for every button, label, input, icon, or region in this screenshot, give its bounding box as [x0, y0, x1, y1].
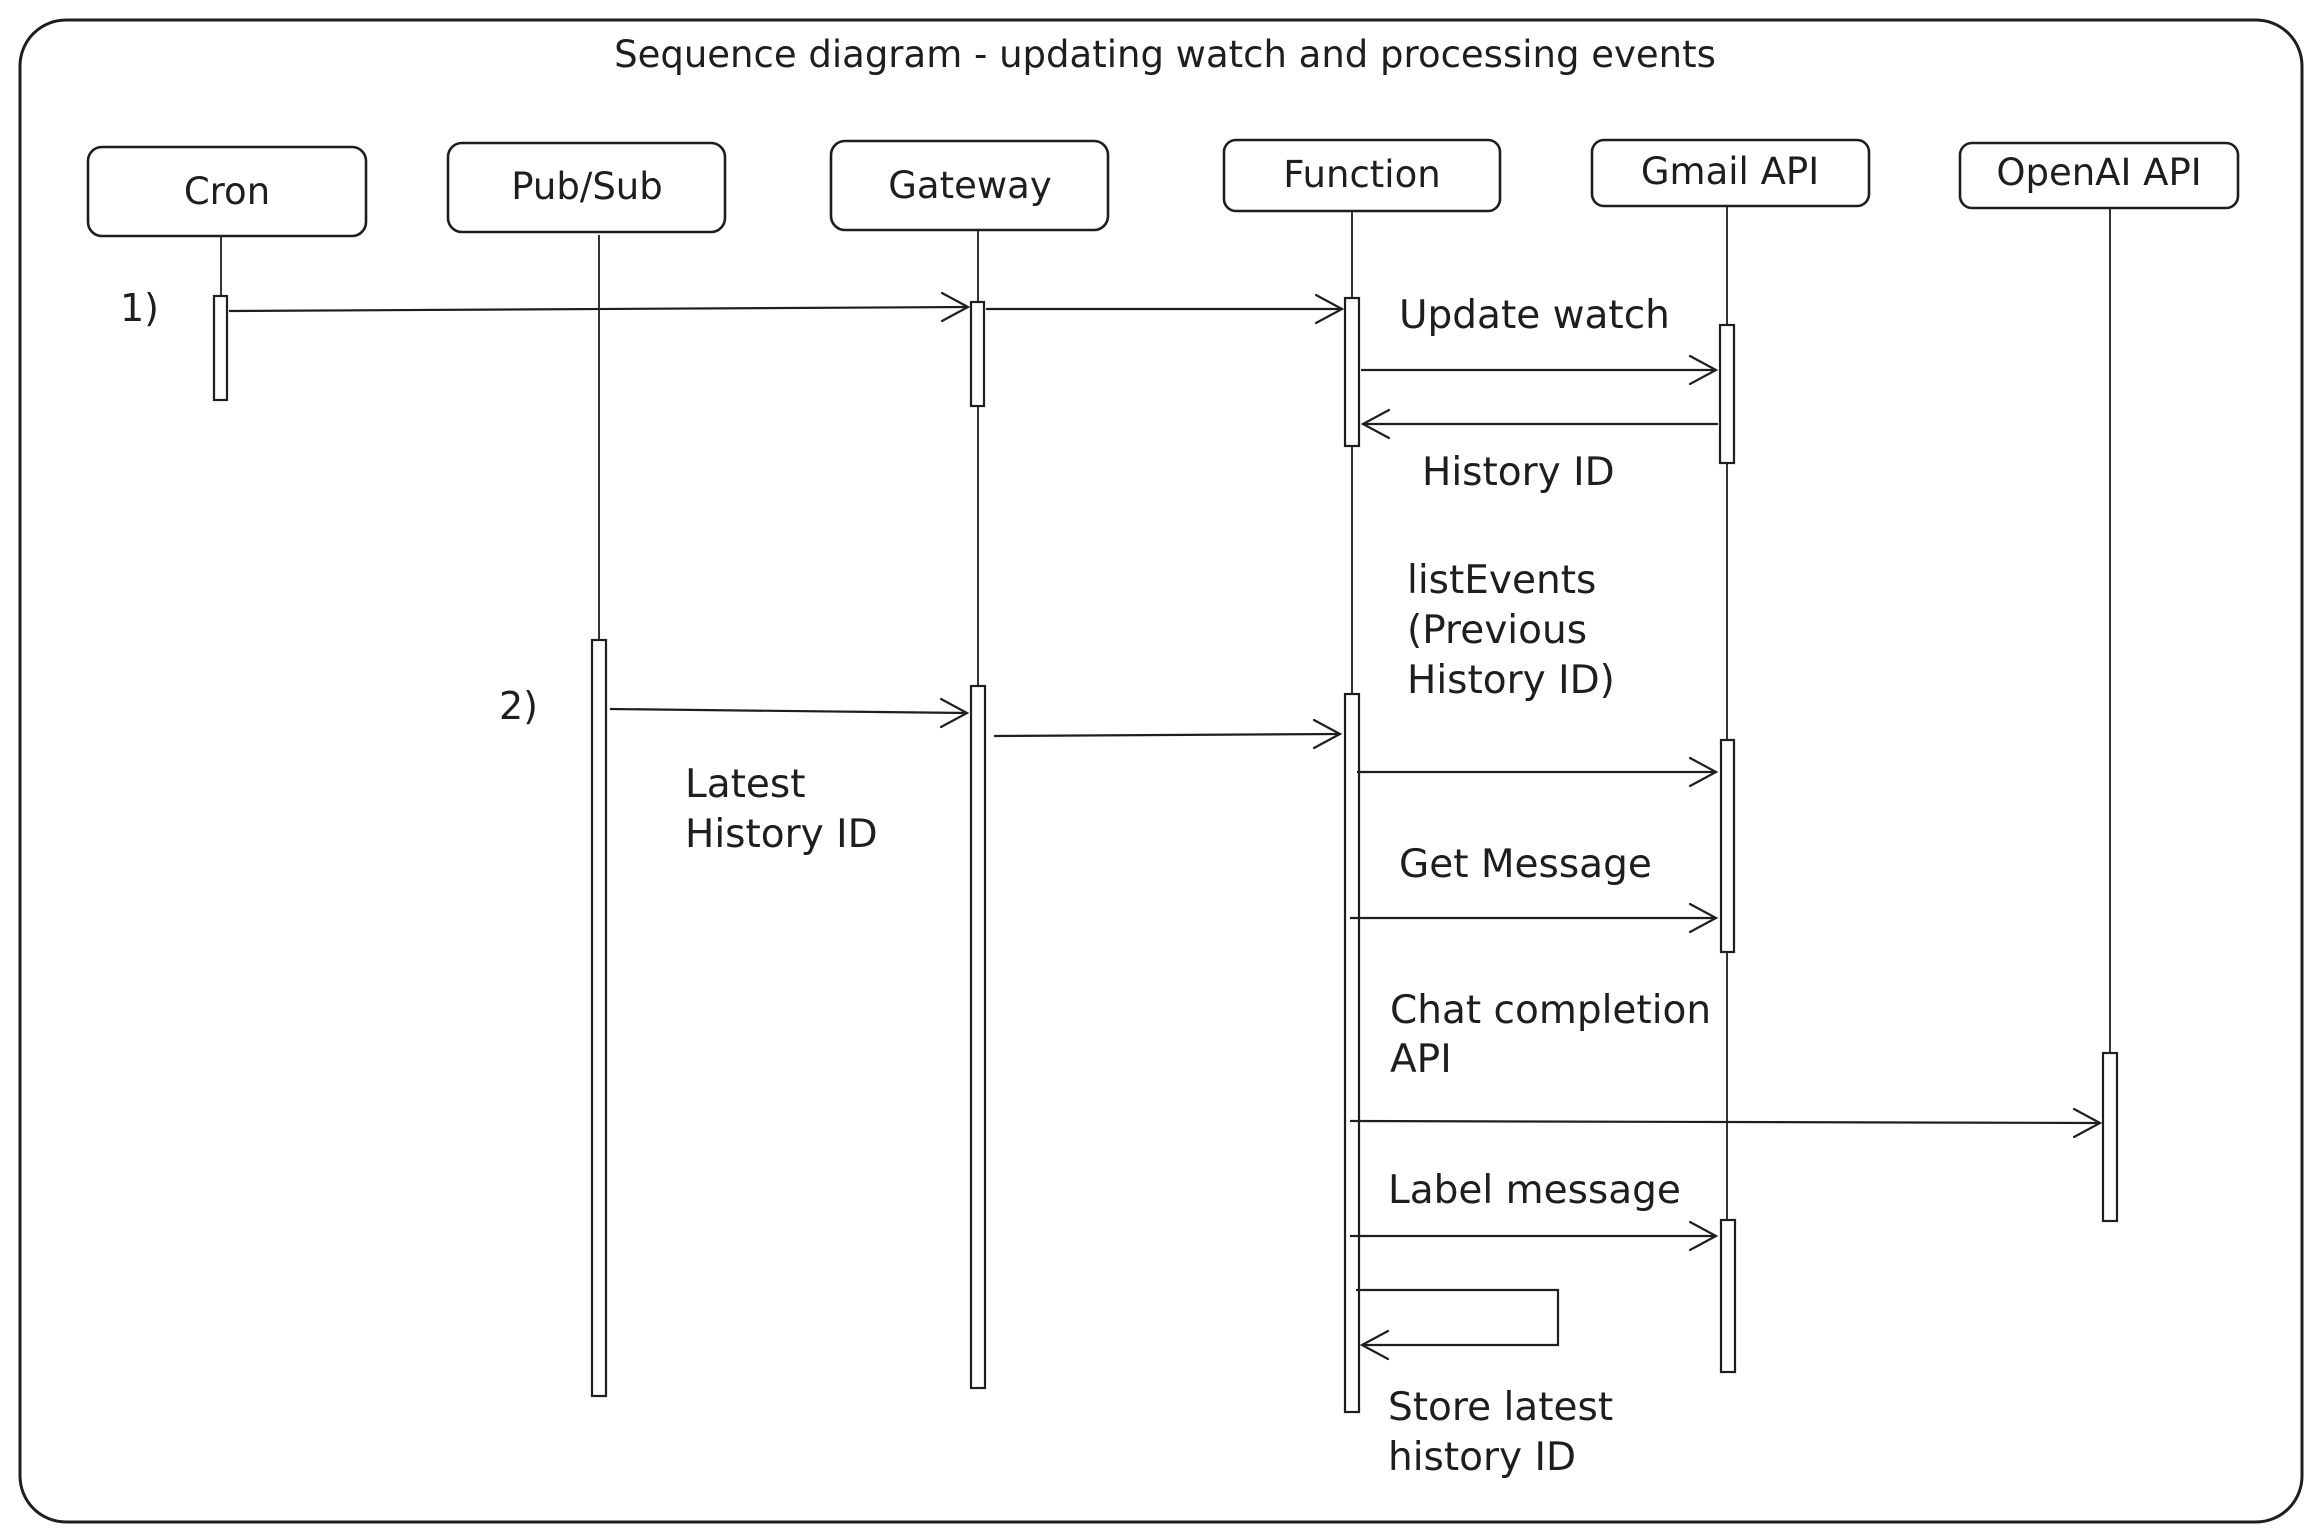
chat-completion-label-line-2: API	[1390, 1037, 1452, 1082]
participant-gateway-label: Gateway	[888, 164, 1051, 207]
participant-function: Function	[1222, 138, 1502, 213]
history-id-label: History ID	[1422, 450, 1615, 495]
message-list-events	[1357, 756, 1719, 788]
function-activation-2	[1343, 692, 1361, 1414]
diagram-title: Sequence diagram - updating watch and pr…	[614, 33, 1716, 76]
participant-gmail-label: Gmail API	[1641, 150, 1819, 193]
gateway-activation-2	[969, 684, 987, 1390]
list-events-label-line-3: History ID)	[1407, 658, 1615, 703]
openai-activation	[2101, 1051, 2119, 1223]
function-activation-1	[1343, 296, 1361, 448]
store-latest-label-line-1: Store latest	[1388, 1385, 1613, 1430]
participant-pubsub: Pub/Sub	[446, 141, 727, 234]
message-pubsub-to-gateway	[609, 697, 970, 729]
list-events-label-line-2: (Previous	[1407, 608, 1587, 653]
message-gateway-to-function-2	[993, 718, 1343, 750]
step-2-label: 2)	[499, 684, 538, 728]
participant-openai: OpenAI API	[1958, 141, 2240, 210]
message-chat-completion	[1349, 1107, 2103, 1139]
message-label-message	[1350, 1220, 1719, 1252]
message-get-message	[1350, 902, 1719, 934]
step-1-label: 1)	[120, 286, 159, 330]
gateway-activation-1	[969, 300, 986, 408]
message-update-watch	[1361, 354, 1719, 386]
store-latest-label: Store latest history ID	[1388, 1385, 1613, 1480]
participant-cron: Cron	[86, 145, 368, 238]
participant-pubsub-label: Pub/Sub	[511, 165, 663, 208]
get-message-label-line-1: Get Message	[1399, 842, 1652, 887]
update-watch-label: Update watch	[1399, 293, 1670, 338]
message-cron-to-gateway	[228, 291, 971, 323]
cron-activation	[212, 294, 229, 402]
get-message-label: Get Message	[1399, 842, 1652, 887]
pubsub-activation	[590, 638, 608, 1398]
gmail-activation-1	[1718, 323, 1736, 465]
message-gateway-to-function-1	[986, 293, 1345, 325]
label-message-label: Label message	[1388, 1168, 1681, 1213]
chat-completion-label-line-1: Chat completion	[1390, 988, 1711, 1033]
participant-gateway: Gateway	[829, 139, 1110, 232]
latest-history-id-label-line-2: History ID	[685, 812, 878, 857]
diagram-frame	[18, 18, 2304, 1524]
history-id-label-line: History ID	[1422, 450, 1615, 495]
latest-history-id-label-line-1: Latest	[685, 762, 806, 807]
participant-gmail: Gmail API	[1590, 138, 1871, 208]
list-events-label-line-1: listEvents	[1407, 558, 1596, 603]
participant-function-label: Function	[1283, 153, 1440, 196]
store-latest-label-line-2: history ID	[1388, 1435, 1576, 1480]
update-watch-label-line: Update watch	[1399, 293, 1670, 338]
label-message-label-line-1: Label message	[1388, 1168, 1681, 1213]
participant-cron-label: Cron	[184, 170, 270, 213]
participant-openai-label: OpenAI API	[1996, 151, 2201, 194]
message-store-latest	[1356, 1288, 1560, 1361]
gmail-activation-3	[1719, 1218, 1737, 1374]
message-history-id	[1360, 408, 1718, 440]
gmail-activation-2	[1719, 738, 1736, 954]
